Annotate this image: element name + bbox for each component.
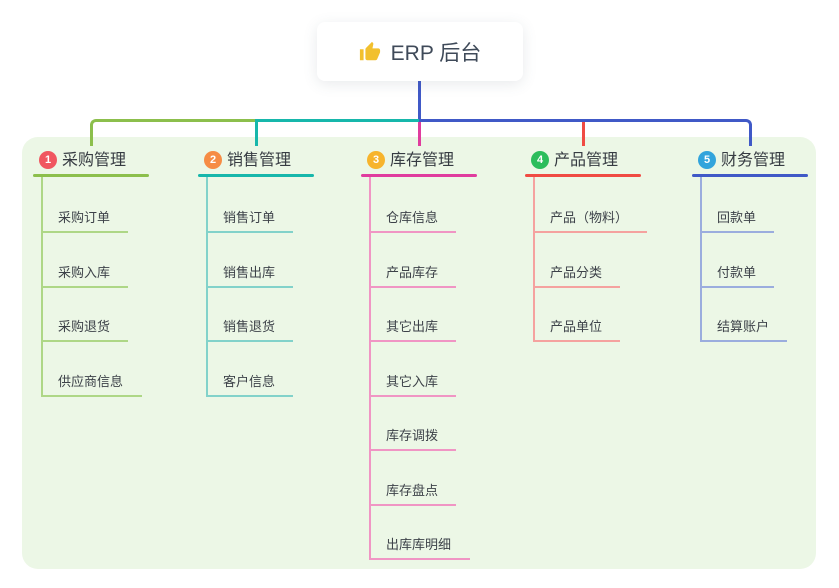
item-underline [41, 340, 128, 342]
item-underline [533, 286, 620, 288]
branch-label: 财务管理 [721, 152, 786, 169]
mindmap-item[interactable]: 结算账户 [717, 319, 770, 334]
item-underline [41, 231, 128, 233]
branch-underline [692, 174, 808, 177]
branch-number-badge: 2 [204, 151, 222, 169]
branch-number-badge: 4 [531, 151, 549, 169]
item-underline [369, 449, 456, 451]
mindmap-item[interactable]: 产品单位 [550, 319, 603, 334]
branch-drop-2 [254, 119, 258, 146]
branch-drop-3 [417, 122, 421, 146]
item-underline [369, 504, 456, 506]
mindmap-item[interactable]: 库存调拨 [386, 428, 439, 443]
branch-tree-line [533, 177, 535, 342]
branch-number-badge: 1 [39, 151, 57, 169]
mindmap-item[interactable]: 付款单 [717, 265, 757, 280]
item-underline [41, 395, 142, 397]
item-underline [700, 340, 787, 342]
branch-number-badge: 3 [367, 151, 385, 169]
mindmap-item[interactable]: 销售退货 [223, 319, 276, 334]
item-underline [700, 231, 774, 233]
mindmap-item[interactable]: 采购订单 [58, 210, 111, 225]
branch-underline [33, 174, 149, 177]
branches-background-panel [22, 137, 816, 569]
branch-underline [525, 174, 641, 177]
mindmap-item[interactable]: 出库库明细 [386, 537, 452, 552]
item-underline [369, 395, 456, 397]
mindmap-item[interactable]: 采购退货 [58, 319, 111, 334]
branch-label: 采购管理 [62, 152, 127, 169]
item-underline [533, 340, 620, 342]
branch-label: 产品管理 [554, 152, 619, 169]
mindmap-item[interactable]: 销售订单 [223, 210, 276, 225]
mindmap-item[interactable]: 产品分类 [550, 265, 603, 280]
mindmap-item[interactable]: 产品库存 [386, 265, 439, 280]
item-underline [206, 231, 293, 233]
mindmap-item[interactable]: 仓库信息 [386, 210, 439, 225]
mindmap-item[interactable]: 产品（物料） [550, 210, 629, 225]
branch-tree-line [369, 177, 371, 560]
branch-tree-line [700, 177, 702, 342]
item-underline [206, 286, 293, 288]
branch-label: 销售管理 [227, 152, 292, 169]
item-underline [700, 286, 774, 288]
item-underline [369, 340, 456, 342]
branch-number-badge: 5 [698, 151, 716, 169]
root-connector-line [417, 81, 421, 122]
mindmap-item[interactable]: 库存盘点 [386, 483, 439, 498]
branch-underline [198, 174, 314, 177]
mindmap-item[interactable]: 其它出库 [386, 319, 439, 334]
mindmap-item[interactable]: 客户信息 [223, 374, 276, 389]
mindmap-item[interactable]: 采购入库 [58, 265, 111, 280]
item-underline [206, 340, 293, 342]
item-underline [369, 558, 470, 560]
branch-underline [361, 174, 477, 177]
thumbs-up-icon [359, 41, 380, 60]
mindmap-item[interactable]: 供应商信息 [58, 374, 124, 389]
item-underline [369, 231, 456, 233]
branch-drop-4 [581, 122, 585, 146]
trunk-segment-right [419, 119, 752, 146]
item-underline [369, 286, 456, 288]
branch-label: 库存管理 [390, 152, 455, 169]
mindmap-item[interactable]: 销售出库 [223, 265, 276, 280]
item-underline [533, 231, 647, 233]
item-underline [41, 286, 128, 288]
trunk-segment-mid [254, 119, 419, 122]
mindmap-item[interactable]: 其它入库 [386, 374, 439, 389]
trunk-segment-left [89, 119, 255, 146]
item-underline [206, 395, 293, 397]
root-title: ERP 后台 [390, 41, 482, 65]
root-node[interactable]: ERP 后台 [317, 22, 523, 81]
mindmap-item[interactable]: 回款单 [717, 210, 757, 225]
